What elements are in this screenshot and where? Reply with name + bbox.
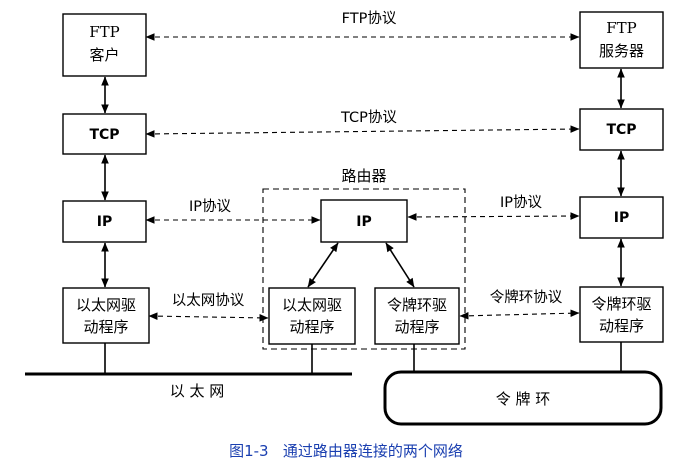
client-ip-box — [62, 200, 147, 243]
client-tcp-box — [62, 113, 147, 155]
server-ftp-box — [579, 11, 664, 69]
router-tr-driver-line1: 令牌环驱 — [387, 296, 447, 314]
token-ring-protocol-arrow — [459, 309, 580, 320]
server-driver-line2: 动程序 — [599, 317, 644, 335]
server-tcp-box — [579, 108, 664, 151]
router-title: 路由器 — [341, 167, 386, 185]
ip-protocol-right-label: IP协议 — [500, 194, 543, 211]
ftp-protocol-label: FTP协议 — [342, 10, 397, 27]
tcp-protocol-label: TCP协议 — [340, 109, 397, 126]
tcp-protocol-arrow — [145, 125, 580, 138]
client-ip-label: IP — [97, 214, 112, 230]
server-driver-box — [579, 286, 664, 343]
ethernet-label: 以 太 网 — [170, 382, 225, 400]
server-ip-label: IP — [614, 210, 629, 226]
server-driver-line1: 令牌环驱 — [591, 295, 651, 313]
token-ring-network — [383, 370, 663, 426]
router-tr-driver-box — [374, 287, 460, 345]
router-ip-tr-arrow — [385, 242, 415, 288]
router-ip-eth-arrow — [307, 242, 339, 288]
client-driver-line1: 以太网驱 — [76, 296, 136, 314]
client-ftp-line2: 客户 — [89, 46, 119, 64]
client-driver-box — [62, 287, 150, 344]
router-frame — [262, 188, 466, 350]
ethernet-protocol-label: 以太网协议 — [172, 292, 245, 309]
router-eth-driver-box — [268, 287, 356, 345]
router-eth-driver-line1: 以太网驱 — [282, 296, 342, 314]
server-ftp-line2: 服务器 — [599, 42, 644, 60]
figure-caption: 图1-3 通过路由器连接的两个网络 — [229, 442, 463, 460]
ip-protocol-left-label: IP协议 — [189, 198, 232, 215]
ethernet-protocol-arrow — [148, 312, 269, 322]
router-ip-label: IP — [356, 214, 371, 230]
client-tcp-label: TCP — [89, 127, 119, 143]
server-ip-box — [579, 196, 664, 239]
router-ip-box — [320, 199, 408, 243]
token-ring-protocol-label: 令牌环协议 — [490, 289, 563, 306]
ip-protocol-right-arrow — [407, 212, 580, 221]
client-ftp-line1: FTP — [89, 23, 120, 41]
router-eth-driver-line2: 动程序 — [289, 318, 334, 336]
server-tcp-label: TCP — [606, 122, 636, 138]
router-tr-driver-line2: 动程序 — [394, 318, 439, 336]
token-ring-label: 令 牌 环 — [496, 390, 551, 408]
client-driver-line2: 动程序 — [83, 318, 128, 336]
client-ftp-box — [62, 13, 147, 77]
server-ftp-line1: FTP — [606, 19, 637, 37]
